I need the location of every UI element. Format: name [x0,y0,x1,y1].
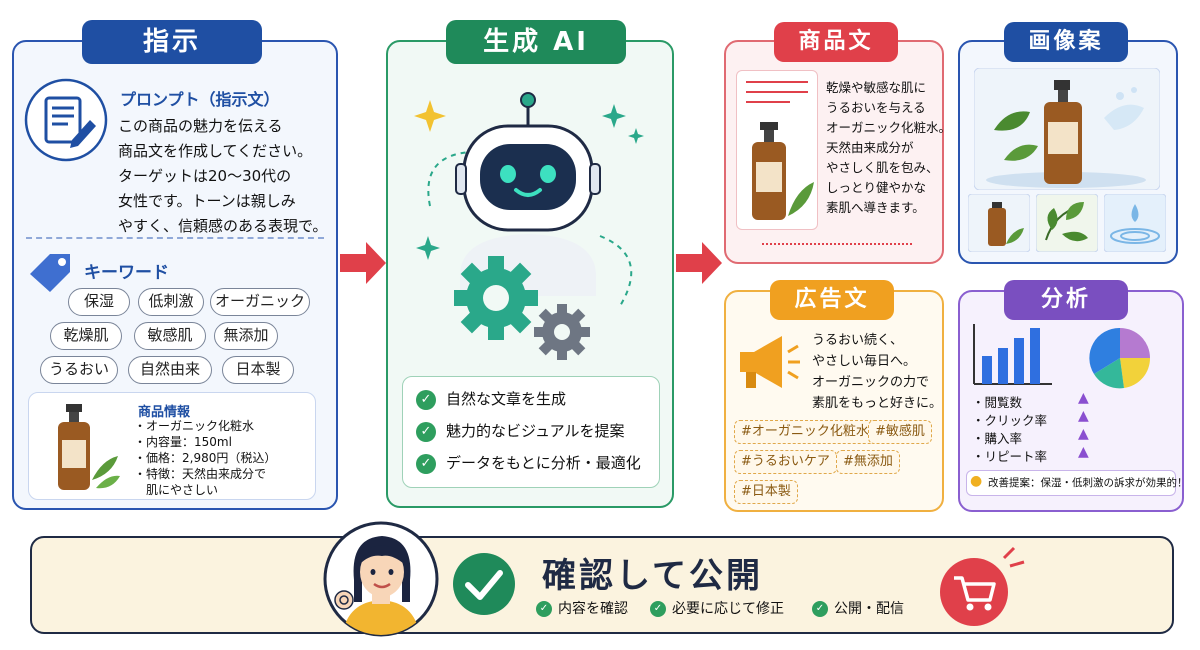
metric-label: ・購入率 [972,431,1023,446]
product-info-heading: 商品情報 [138,405,191,420]
ai-features-box [402,376,660,488]
product-image-main [974,68,1160,190]
lightbulb-icon: ● [970,473,983,489]
image-plan-title: 画像案 [1004,22,1128,62]
metric-label: ・閲覧数 [972,395,1023,410]
ai-feature-label: データをもとに分析・最適化 [446,454,641,472]
product-copy-text: 乾燥や敏感な肌に うるおいを与える オーガニック化粧水。 天然由来成分が やさし… [826,80,952,215]
keyword-chip: うるおい [40,356,118,384]
product-bottle-icon [752,122,814,220]
suggestion-text: 改善提案：保湿・低刺激の訴求が効果的！ [988,477,1188,489]
keyword-chip: 保湿 [68,288,130,316]
document-icon [24,78,108,162]
megaphone-icon [740,336,800,388]
ad-copy-title: 広告文 [770,280,894,320]
up-arrow-icon: ▲ [1078,444,1089,460]
shopping-cart-icon [940,546,1025,626]
product-bottle-icon [58,404,120,490]
publish-step: ✓ 必要に応じて修正 [650,598,784,618]
ai-feature-label: 自然な文章を生成 [446,390,567,408]
check-icon: ✓ [812,601,828,617]
publish-step: ✓ 内容を確認 [536,598,628,618]
ai-feature-item: ✓ 自然な文章を生成 [416,388,566,410]
keyword-heading: キーワード [84,263,169,283]
prompt-heading: プロンプト（指示文） [120,90,280,109]
pie-chart-icon [1089,327,1151,389]
product-info-line: ・特徴：天然由来成分で [134,467,267,481]
metric-label: ・リピート率 [972,449,1048,464]
flow-arrow-right [676,242,722,284]
keyword-chip: 乾燥肌 [50,322,122,350]
water-image-thumb [1104,194,1166,252]
hashtag-chip: #日本製 [734,480,798,504]
keyword-chip: 日本製 [222,356,294,384]
tag-icon [30,254,70,292]
hashtag-chip: #オーガニック化粧水 [734,420,876,444]
keyword-chip: 無添加 [214,322,278,350]
product-info-line: 肌にやさしい [134,483,219,497]
keyword-chip: 低刺激 [138,288,204,316]
up-arrow-icon: ▲ [1078,408,1089,424]
instruction-title: 指示 [82,20,262,64]
divider [762,243,912,245]
check-icon: ✓ [416,453,436,474]
ai-feature-label: 魅力的なビジュアルを提案 [446,422,625,440]
keyword-chip: 敏感肌 [134,322,206,350]
suggestion-box [966,470,1176,496]
ai-feature-item: ✓ データをもとに分析・最適化 [416,452,641,474]
publish-step: ✓ 公開・配信 [812,598,904,618]
analysis-title: 分析 [1004,280,1128,320]
keyword-chip: オーガニック [210,288,310,316]
publish-title: 確認して公開 [542,556,763,596]
product-image-thumb [968,194,1030,252]
leaf-image-thumb [1036,194,1098,252]
divider [26,237,324,239]
flow-arrow-right [340,242,386,284]
prompt-text: この商品の魅力を伝える 商品文を作成してください。 ターゲットは20〜30代の … [118,117,328,235]
up-arrow-icon: ▲ [1078,390,1089,406]
hashtag-chip: #無添加 [836,450,900,474]
publish-step-label: 内容を確認 [558,601,628,617]
robot-illustration [414,92,644,360]
hashtag-chip: #敏感肌 [868,420,932,444]
ai-feature-item: ✓ 魅力的なビジュアルを提案 [416,420,625,442]
check-icon: ✓ [650,601,666,617]
product-info-line: ・価格：2,980円（税込） [134,451,277,465]
publish-step-label: 公開・配信 [834,601,904,617]
bar-chart-icon [973,324,1052,385]
person-avatar [323,521,439,637]
product-copy-title: 商品文 [774,22,898,62]
check-icon: ✓ [536,601,552,617]
publish-step-label: 必要に応じて修正 [672,601,784,617]
product-info-line: ・内容量：150ml [134,435,232,449]
ai-title: 生成 AI [446,20,626,64]
big-check-icon [453,553,515,615]
up-arrow-icon: ▲ [1078,426,1089,442]
metric-label: ・クリック率 [972,413,1048,428]
ad-copy-text: うるおい続く、 やさしい毎日へ。 オーガニックの力で 素肌をもっと好きに。 [812,333,943,411]
product-info-line: ・オーガニック化粧水 [134,419,255,433]
check-icon: ✓ [416,389,436,410]
hashtag-chip: #うるおいケア [734,450,837,474]
check-icon: ✓ [416,421,436,442]
ad-copy-panel [724,290,944,512]
document-lines-icon [746,81,808,103]
keyword-chip: 自然由来 [128,356,212,384]
